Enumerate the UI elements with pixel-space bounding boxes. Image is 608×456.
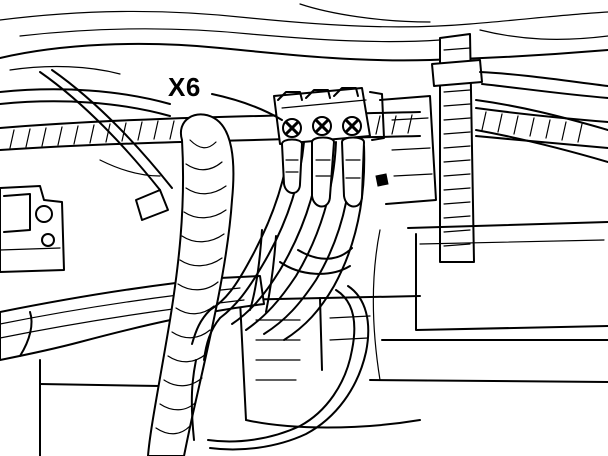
right-bracket (369, 95, 608, 383)
screw-terminals (282, 116, 362, 138)
upper-body-panel (0, 3, 608, 75)
ring-terminal-lugs (281, 136, 389, 208)
background-wires (0, 69, 173, 191)
callout-leader (211, 93, 283, 121)
cable-tie (431, 33, 608, 263)
loop-wire (190, 285, 370, 451)
wire-loom (0, 275, 265, 361)
x6-callout-label: X6 (168, 72, 201, 102)
left-bracket (0, 185, 169, 273)
corrugated-harness (147, 113, 235, 456)
